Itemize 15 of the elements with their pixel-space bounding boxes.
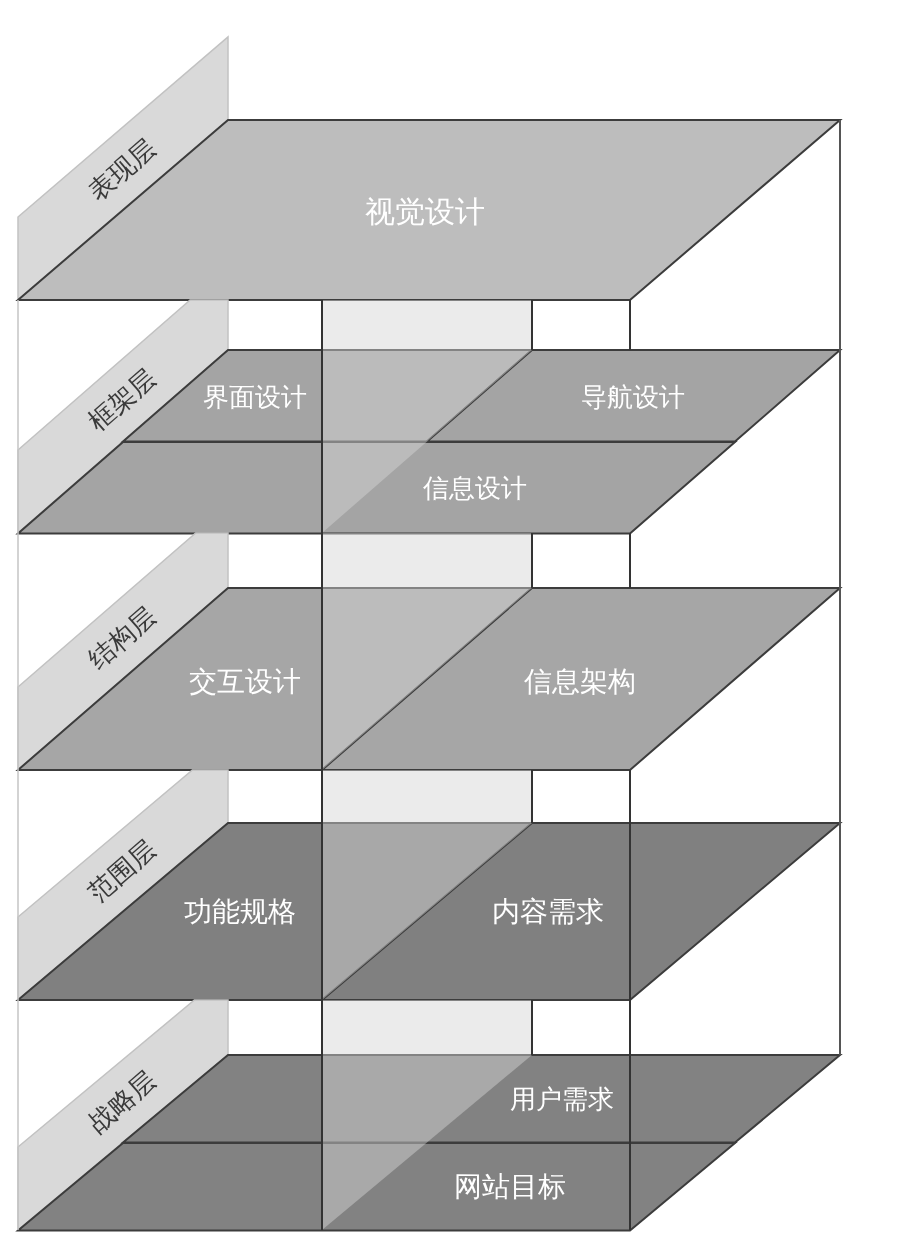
layer-name: 表现层 — [84, 134, 160, 206]
plane-label: 信息架构 — [524, 668, 636, 696]
plane-label: 网站目标 — [454, 1173, 566, 1201]
plane-label: 界面设计 — [203, 384, 307, 410]
plane-label: 导航设计 — [581, 384, 685, 410]
layer-name: 框架层 — [84, 364, 160, 436]
plane-label: 内容需求 — [492, 898, 604, 926]
plane-label: 视觉设计 — [365, 197, 485, 227]
plane-label: 用户需求 — [510, 1086, 614, 1112]
layer-name: 范围层 — [84, 835, 160, 907]
plane-label: 交互设计 — [189, 668, 301, 696]
layer-name: 结构层 — [84, 602, 160, 674]
layer-name: 战略层 — [84, 1066, 160, 1138]
plane-label: 功能规格 — [184, 898, 296, 926]
plane-label: 信息设计 — [423, 475, 527, 501]
